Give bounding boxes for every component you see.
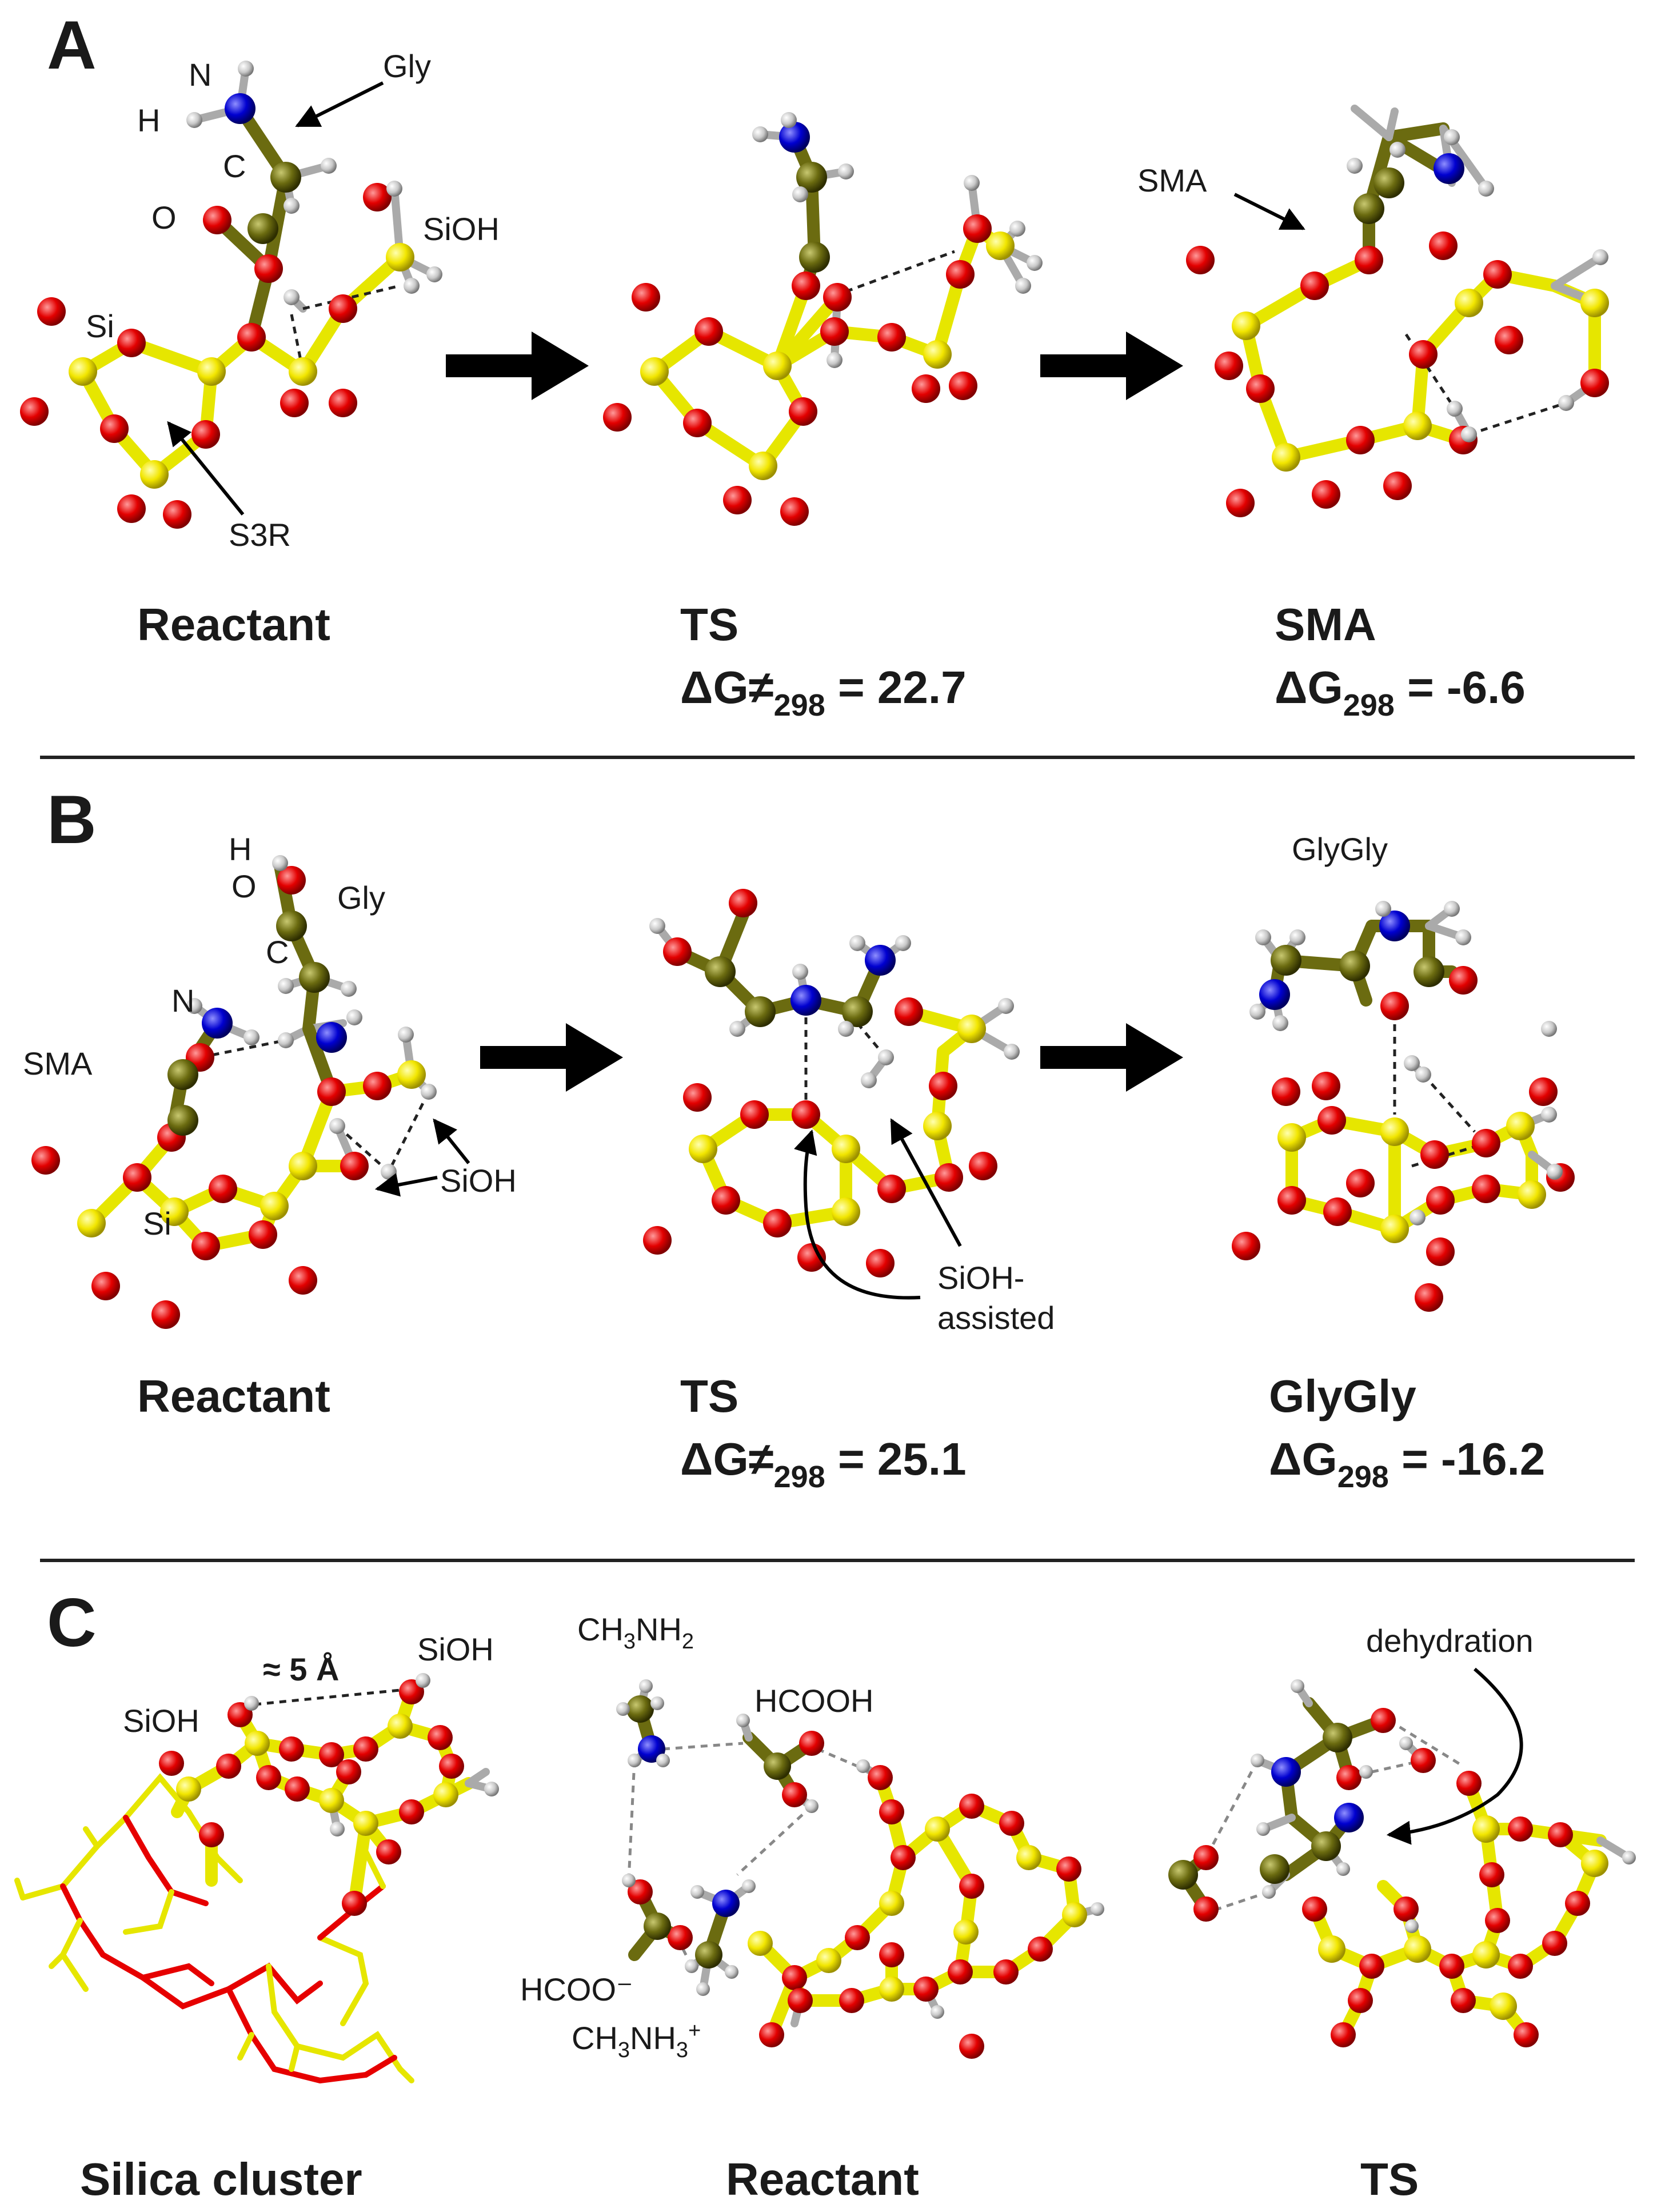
label-c-ch3nh3: CH3NH3+ [572,2019,701,2062]
panel-letter-b: B [47,781,97,858]
panel-c-ts-structure [1168,1679,1636,2047]
panel-a-reactant-structure [20,61,442,529]
sma-pointer-arrow [1233,193,1305,230]
panel-c: C [14,1584,1636,2205]
caption-b-glygly: GlyGly [1269,1371,1416,1422]
b-assist-curve-arrow [794,1129,921,1300]
label-b-glygly: GlyGly [1292,831,1388,867]
b-sioh-pointer-1 [433,1118,470,1164]
label-b-n: N [171,983,194,1019]
label-b-assist-2: assisted [937,1300,1055,1336]
label-c-ch3nh2: CH3NH2 [577,1611,694,1654]
label-o: O [151,199,177,235]
energy-a-ts: ΔG≠298 = 22.7 [680,662,967,722]
label-c-sioh-right: SiOH [417,1631,494,1667]
caption-a-reactant: Reactant [137,599,330,650]
b-assist-straight-arrow [890,1118,962,1247]
panel-b: B [23,781,1575,1494]
label-c-sioh-left: SiOH [123,1703,199,1739]
panel-b-reactant-structure [31,855,437,1329]
label-b-o: O [231,868,257,904]
label-c-distance: ≈ 5 Å [263,1651,339,1687]
reaction-arrow-a1 [446,332,589,400]
caption-c-ts: TS [1360,2154,1419,2205]
caption-b-reactant: Reactant [137,1371,330,1422]
label-si: Si [86,308,114,344]
panel-a-ts-structure [603,112,1043,526]
label-c-hcooh: HCOOH [754,1683,873,1719]
reaction-arrow-a2 [1040,332,1183,400]
panel-c-reactant-structure [616,1679,1104,2059]
label-b-si: Si [143,1205,171,1241]
caption-c-silica-cluster: Silica cluster [80,2154,362,2205]
panel-a-sma-structure [1186,105,1609,517]
label-n: N [189,57,211,93]
label-c-hcoo: HCOO⁻ [520,1971,633,2007]
panel-letter-a: A [47,7,97,83]
dehydration-pointer-arrow [1386,1667,1523,1845]
caption-b-ts: TS [680,1371,738,1422]
label-gly: Gly [383,48,431,84]
reaction-arrow-b2 [1040,1023,1183,1092]
gly-pointer-arrow [295,81,384,127]
label-sioh: SiOH [423,211,500,247]
label-s3r: S3R [229,517,291,553]
label-h: H [137,102,160,138]
energy-a-sma: ΔG298 = -6.6 [1275,662,1526,722]
panel-letter-c: C [47,1584,97,1661]
label-sma: SMA [1137,162,1207,198]
panel-c-silica-cluster-structure [14,1673,499,2084]
label-c: C [223,148,246,184]
panel-a: A [20,7,1609,722]
label-c-dehydration: dehydration [1366,1623,1534,1659]
label-b-h: H [229,831,251,867]
energy-b-ts: ΔG≠298 = 25.1 [680,1434,967,1494]
label-b-sioh: SiOH [440,1163,517,1199]
reaction-arrow-b1 [480,1023,623,1092]
panel-b-ts-structure [643,889,1020,1277]
b-sioh-pointer-2 [374,1173,438,1197]
label-b-assist-1: SiOH- [937,1260,1024,1296]
s3r-pointer-arrow [167,421,245,516]
caption-c-reactant: Reactant [726,2154,919,2205]
caption-a-ts: TS [680,599,738,650]
energy-b-glygly: ΔG298 = -16.2 [1269,1434,1545,1494]
caption-a-sma: SMA [1275,599,1376,650]
panel-b-glygly-structure [1232,901,1575,1312]
label-b-c: C [266,934,289,970]
label-b-sma: SMA [23,1045,93,1081]
label-b-gly: Gly [337,880,385,916]
